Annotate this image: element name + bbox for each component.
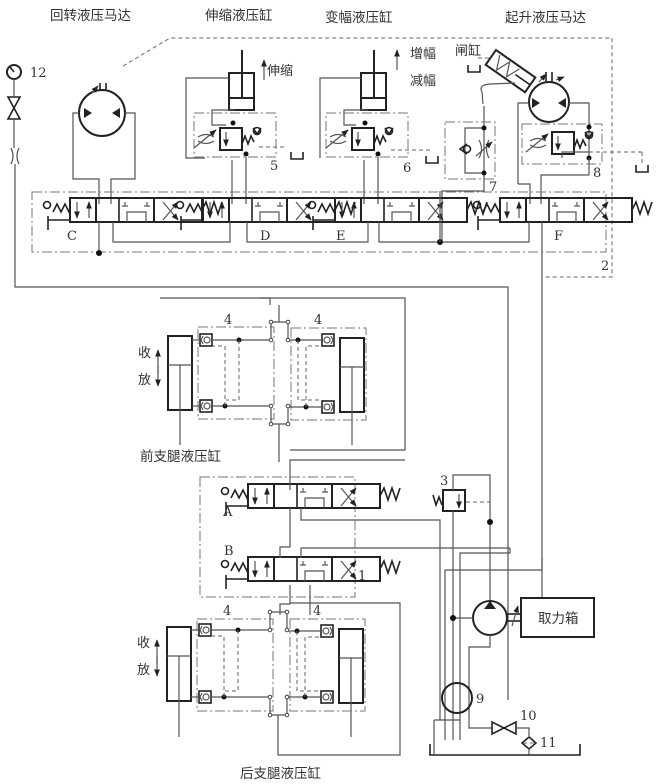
front-right-outrigger-cylinder: [339, 337, 365, 445]
label-retract-front: 收: [138, 346, 151, 361]
outrigger-valve-block-1: [199, 476, 356, 598]
front-left-outrigger-cylinder: [167, 335, 193, 445]
label-9: 9: [476, 692, 484, 707]
telescope-cylinder: [228, 50, 255, 111]
pressure-gauge-12: [6, 64, 22, 80]
valve-label-E: E: [336, 229, 346, 244]
valve-label-B: B: [224, 544, 234, 559]
hydraulic-lock-4-rear-right: [289, 618, 366, 712]
title-rear-outrigger: 后支腿液压缸: [240, 765, 321, 782]
luffing-cylinder: [360, 50, 387, 111]
title-telescope-cylinder: 伸缩液压缸: [205, 7, 273, 24]
pilot-check-valve-icon: [199, 399, 213, 413]
one-way-throttle-valve-7: [444, 121, 496, 180]
stop-valve-10: [491, 720, 517, 736]
pilot-check-valve-icon: [320, 690, 334, 704]
hydraulic-lock-4-front-left: [197, 326, 275, 420]
label-7: 7: [489, 180, 497, 195]
hoist-balance-valve: [526, 132, 593, 155]
label-4-front-left: 4: [224, 313, 232, 328]
rear-left-outrigger-cylinder: [166, 626, 192, 737]
title-slew-motor: 回转液压马达: [50, 8, 131, 24]
brake-cylinder: [484, 48, 537, 94]
pilot-check-valve-icon: [320, 624, 334, 638]
label-6: 6: [403, 161, 411, 176]
label-4-rear-left: 4: [223, 604, 231, 619]
label-11: 11: [540, 736, 557, 751]
valve-label-C: C: [67, 229, 77, 244]
label-luff-down: 减幅: [410, 74, 436, 89]
strainer-11: [520, 735, 538, 751]
tank-icon: [290, 151, 304, 160]
pilot-check-valve-icon: [198, 690, 212, 704]
check-valve-icon: [458, 143, 472, 155]
tank-icon: [467, 64, 481, 73]
title-luffing-cylinder: 变幅液压缸: [325, 9, 393, 26]
directional-valve-D[interactable]: [177, 198, 356, 230]
label-4-front-right: 4: [314, 313, 322, 328]
pilot-check-valve-icon: [198, 623, 212, 637]
pilot-line-box: [122, 37, 613, 278]
pilot-check-valve-icon: [321, 333, 335, 347]
label-4-rear-right: 4: [313, 604, 321, 619]
gauge-needle-icon: [9, 66, 15, 73]
valve-label-A: A: [222, 505, 233, 520]
label-1: 1: [358, 569, 366, 584]
label-brake-cylinder: 闸缸: [455, 43, 481, 59]
tank-icon: [635, 164, 649, 173]
label-pto: 取力箱: [538, 611, 579, 627]
relief-valve-3: [432, 489, 466, 512]
oil-tank: [429, 744, 581, 756]
oil-filter-9: [441, 682, 473, 714]
label-luff-up: 增幅: [410, 47, 436, 62]
luffing-balance-valve: [326, 128, 393, 151]
directional-valve-A[interactable]: [222, 484, 401, 516]
directional-valve-C[interactable]: [44, 198, 223, 230]
hoist-motor: [528, 72, 570, 123]
label-3: 3: [440, 474, 448, 489]
valve-label-D: D: [260, 229, 270, 244]
stop-valve-icon: [6, 96, 22, 120]
rear-right-outrigger-cylinder: [338, 628, 364, 737]
pilot-check-valve-icon: [199, 333, 213, 347]
title-front-outrigger: 前支腿液压缸: [140, 448, 221, 465]
directional-valve-F[interactable]: [474, 198, 653, 230]
directional-valve-B[interactable]: [222, 557, 401, 589]
label-10: 10: [520, 709, 537, 724]
tank-icon: [425, 155, 439, 164]
label-extend-rear: 放: [137, 663, 150, 678]
label-2: 2: [601, 259, 609, 274]
label-8: 8: [593, 166, 601, 181]
hydraulic-lock-4-rear-left: [196, 618, 274, 712]
label-extend-front: 放: [138, 373, 151, 388]
hydraulic-pump: [472, 600, 521, 636]
label-retract-rear: 收: [137, 636, 150, 651]
label-5: 5: [270, 159, 278, 174]
throttle-icon: [475, 139, 493, 159]
telescope-balance-valve: [194, 128, 261, 151]
hydraulic-lock-4-front-right: [290, 327, 367, 421]
directional-valve-E[interactable]: [309, 198, 488, 230]
gauge-line: [14, 164, 509, 700]
damper-orifice-icon: [10, 147, 20, 165]
label-12: 12: [30, 66, 47, 81]
valve-label-F: F: [554, 229, 563, 244]
label-telescope: 伸缩: [267, 63, 293, 79]
title-hoist-motor: 起升液压马达: [505, 10, 586, 26]
pilot-check-valve-icon: [321, 400, 335, 414]
pto-box: [520, 597, 595, 638]
slew-motor: [78, 83, 126, 137]
